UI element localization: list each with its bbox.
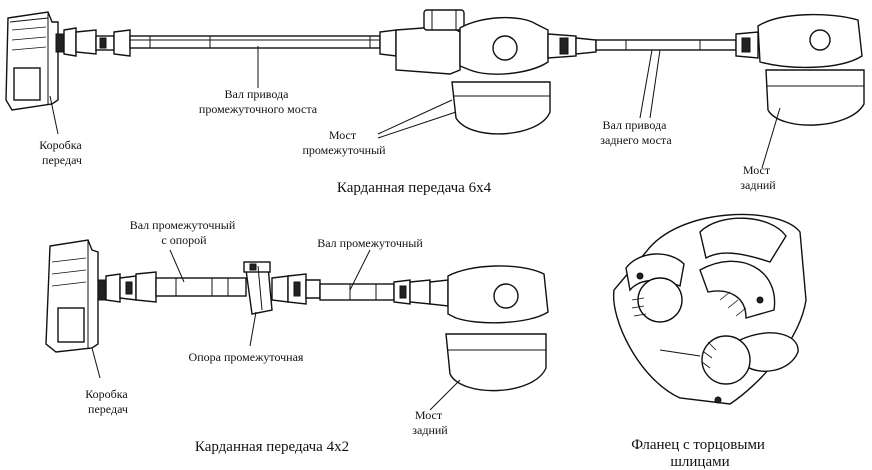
label-axle-middle-6x4: Мост промежуточный [302, 128, 386, 157]
leader-shaft-middle-4x2 [349, 249, 371, 291]
leader-shaft-rear-6x4-b [649, 49, 661, 119]
shaft-middle-6x4 [129, 35, 381, 49]
intermediate-support-4x2 [243, 261, 273, 315]
label-shaft-middle-6x4: Вал привода промежуточного моста [199, 87, 318, 116]
axle-rear-4x2 [429, 265, 549, 392]
caption-4x2: Карданная передача 4х2 [195, 439, 349, 455]
leader-gearbox-6x4 [49, 95, 59, 135]
caption-6x4: Карданная передача 6х4 [337, 180, 492, 196]
label-gearbox-6x4: Коробка передач [39, 138, 85, 167]
leader-axle-middle-6x4-a [377, 99, 453, 135]
shaft-with-support-4x2 [105, 271, 247, 303]
label-shaft-rear-6x4: Вал привода заднего моста [600, 118, 672, 147]
leader-axle-rear-6x4 [761, 107, 781, 169]
leader-axle-middle-6x4-b [377, 111, 457, 139]
label-support-4x2: Опора промежуточная [189, 350, 304, 364]
leader-gearbox-4x2 [91, 347, 101, 379]
shaft-middle-4x2 [271, 273, 431, 305]
flange-with-face-splines [612, 213, 807, 405]
label-axle-rear-6x4: Мост задний [740, 163, 776, 192]
gearbox-6x4 [5, 11, 77, 111]
caption-flange: Фланец с торцовыми шлицами [631, 437, 768, 470]
label-shaft-support-4x2: Вал промежуточный с опорой [130, 218, 239, 247]
leader-shaft-rear-6x4-a [639, 49, 653, 119]
axle-rear-6x4 [757, 13, 865, 126]
gearbox-4x2 [45, 239, 107, 353]
label-axle-rear-4x2: Мост задний [412, 408, 448, 437]
axle-middle-6x4 [379, 9, 577, 135]
leader-axle-rear-4x2 [429, 379, 461, 411]
shaft-rear-6x4 [575, 31, 759, 59]
leader-support-4x2 [249, 311, 257, 347]
cardan-joint-6x4-front [75, 29, 131, 57]
leader-shaft-support-4x2 [169, 249, 185, 283]
label-gearbox-4x2: Коробка передач [85, 387, 131, 416]
label-shaft-middle-4x2: Вал промежуточный [317, 236, 423, 250]
